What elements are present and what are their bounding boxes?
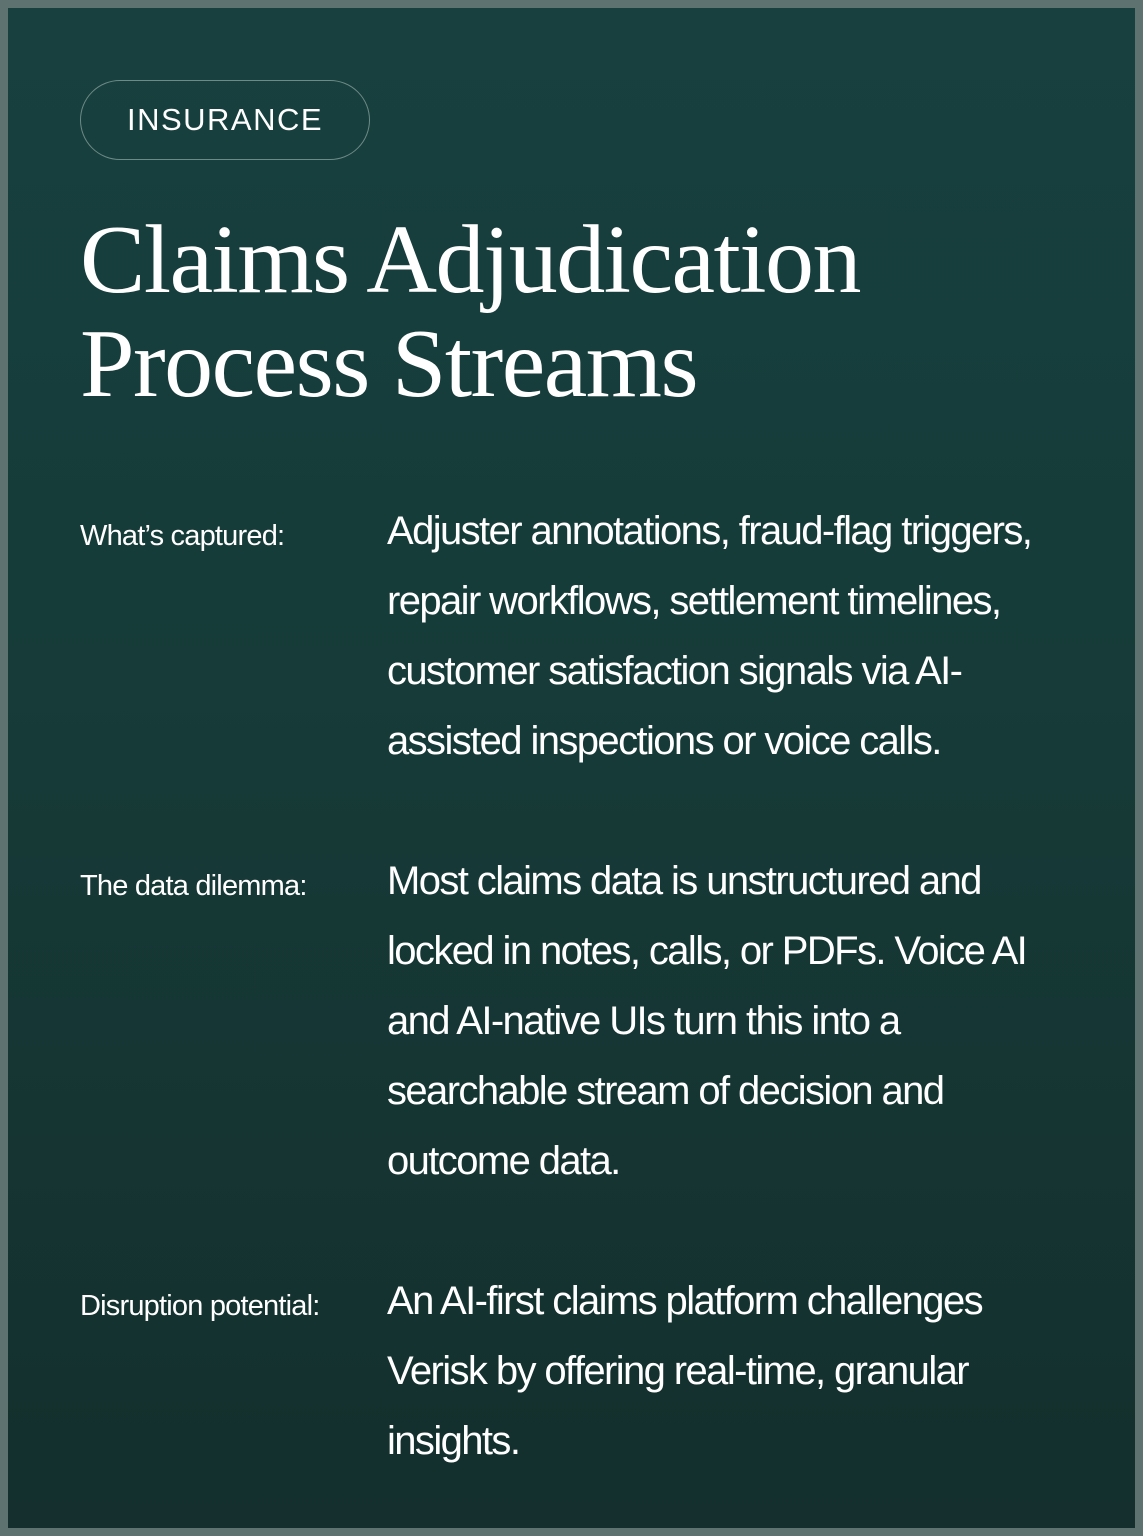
category-tag: INSURANCE [80,80,370,160]
section-text: Most claims data is unstructured and loc… [387,859,1028,1183]
page-title: Claims Adjudication Process Streams [80,208,1080,416]
insurance-card: INSURANCE Claims Adjudication Process St… [8,8,1135,1528]
title-line-2: Process Streams [80,310,699,418]
section-label: What’s captured: [80,520,285,552]
section-text: Adjuster annotations, fraud-flag trigger… [387,509,1033,763]
section-text: An AI-first claims platform challenges V… [387,1279,984,1463]
title-line-1: Claims Adjudication [80,206,861,314]
section-label: The data dilemma: [80,870,307,902]
section-label: Disruption potential: [80,1290,320,1322]
